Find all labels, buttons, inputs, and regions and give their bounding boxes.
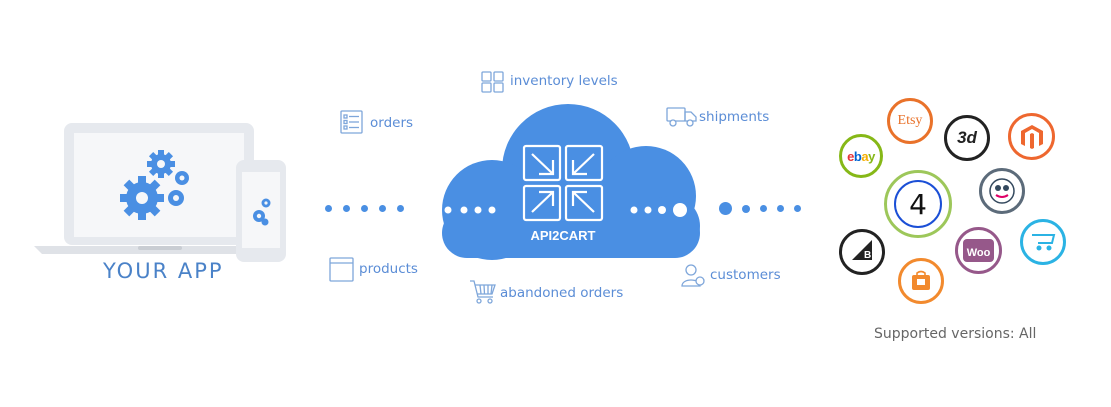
ebay-letter-y: y: [868, 148, 875, 164]
label-customers: customers: [710, 267, 781, 283]
3dcart-logo-text: 3d: [957, 128, 977, 147]
inventory-grid-icon: [481, 71, 504, 93]
label-inventory-levels: inventory levels: [510, 73, 618, 89]
woocommerce-logo: Woo: [955, 227, 1002, 274]
magento-logo: [1008, 113, 1055, 160]
ebay-logo: ebay: [839, 134, 883, 178]
ebay-letter-b: b: [853, 148, 862, 164]
connector-dot: [460, 206, 468, 214]
etsy-logo: Etsy: [887, 98, 933, 144]
ebay-letter-e: e: [847, 148, 854, 164]
connector-dot: [474, 206, 482, 214]
shopping-bag-icon: [912, 270, 930, 290]
connector-dot: [397, 205, 404, 212]
phone-display: [242, 172, 280, 248]
connector-dot: [488, 206, 496, 214]
etsy-logo-text: Etsy: [897, 113, 923, 128]
connector-dot: [325, 205, 332, 212]
center-platform-badge: 4: [884, 170, 952, 238]
connector-dot: [361, 205, 368, 212]
prestashop-icon: [989, 178, 1015, 204]
label-abandoned-orders: abandoned orders: [500, 285, 624, 301]
bigcommerce-logo: B: [839, 229, 885, 275]
connector-dot: [658, 206, 666, 214]
magento-icon: [1020, 124, 1043, 149]
connector-dot: [794, 205, 801, 212]
api2cart-brand-text: API2CART: [530, 228, 595, 243]
connector-dot: [673, 203, 687, 217]
connector-dot: [777, 205, 784, 212]
your-app-title: YOUR APP: [103, 259, 224, 283]
api2cart-logo-icon: [522, 144, 604, 222]
product-window-icon: [329, 257, 354, 282]
supported-versions-text: Supported versions: All: [874, 326, 1037, 342]
label-orders: orders: [370, 115, 414, 131]
phone-gears-icon: [253, 198, 271, 226]
api2cart-cloud: API2CART: [442, 104, 700, 260]
opencart-logo: [1020, 219, 1066, 265]
prestashop-logo: [979, 168, 1025, 214]
opencart-icon: [1032, 234, 1056, 251]
center-badge-number: 4: [909, 187, 927, 221]
customer-user-icon: [681, 264, 705, 287]
truck-icon: [666, 107, 697, 127]
3dcart-logo: 3d: [944, 115, 990, 161]
connector-dot: [760, 205, 767, 212]
connector-dot: [644, 206, 652, 214]
connector-dot: [444, 206, 452, 214]
connector-dot: [379, 205, 386, 212]
orders-list-icon: [340, 110, 363, 134]
connector-dot: [742, 205, 750, 213]
shopping-cart-icon: [470, 280, 496, 304]
woocommerce-logo-text: Woo: [966, 247, 991, 259]
bigcommerce-letter: B: [864, 250, 871, 261]
label-products: products: [359, 261, 418, 277]
app-devices-illustration: [34, 123, 286, 262]
connector-dot: [719, 202, 732, 215]
connector-dot: [343, 205, 350, 212]
ebay-letter-a: a: [861, 148, 869, 164]
bigcommerce-icon: B: [852, 240, 872, 261]
shopping-bag-logo: [898, 258, 944, 304]
connector-dot: [630, 206, 638, 214]
label-shipments: shipments: [699, 109, 770, 125]
